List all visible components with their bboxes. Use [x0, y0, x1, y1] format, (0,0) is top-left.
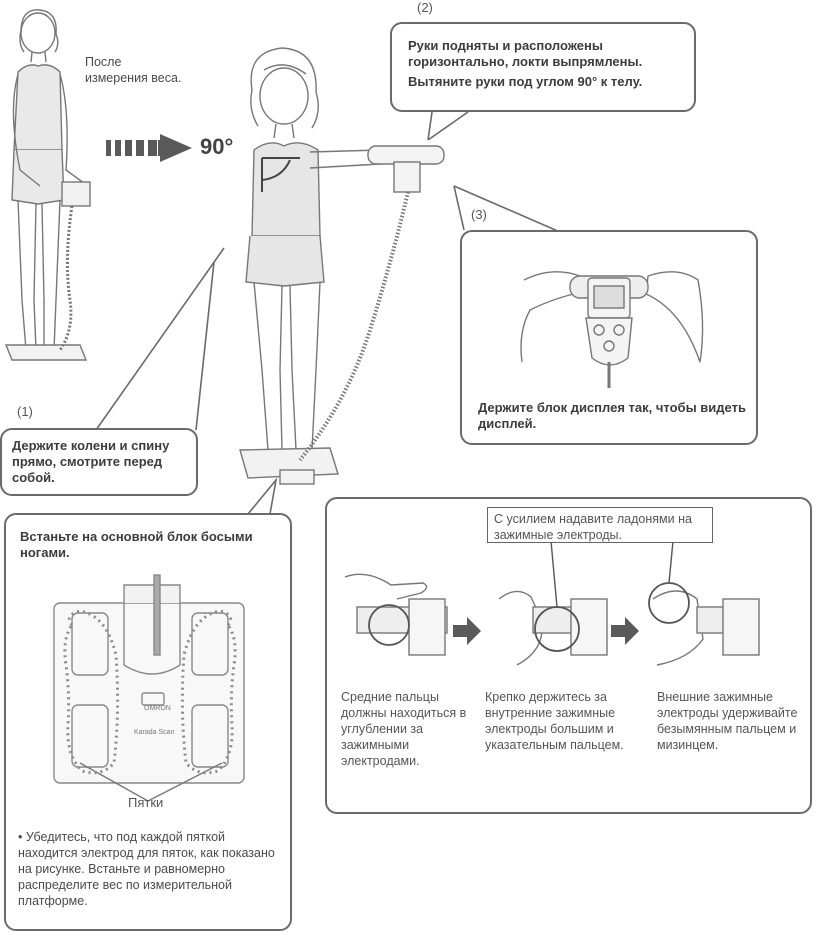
- grip-caption-1: Средние пальцы должны находиться в углуб…: [341, 690, 467, 768]
- step-3-text: Держите блок дисплея так, чтобы видеть д…: [478, 400, 746, 431]
- step-2-text-b: Вытяните руки под углом 90° к телу.: [408, 74, 643, 89]
- step-1-callout: Держите колени и спину прямо, смотрите п…: [0, 428, 198, 496]
- device-model: Karada Scan: [134, 729, 175, 736]
- step-3-callout: Держите блок дисплея так, чтобы видеть д…: [460, 230, 758, 445]
- grip-callout-text: С усилием надавите ладонями на зажимные …: [494, 512, 692, 542]
- scale-platform-illustration: [53, 574, 245, 802]
- step-3-number: (3): [471, 207, 487, 222]
- step-2-text-a: Руки подняты и расположены горизонтально…: [408, 38, 643, 69]
- feet-panel-note: • Убедитесь, что под каждой пяткой наход…: [18, 830, 275, 908]
- after-weight-label: После измерения веса.: [85, 55, 182, 85]
- grip-callout: С усилием надавите ладонями на зажимные …: [487, 507, 713, 543]
- grip-caption-3: Внешние зажимные электроды удерживайте б…: [657, 690, 798, 752]
- hands-holding-display-illustration: [520, 271, 704, 388]
- step-1-text: Держите колени и спину прямо, смотрите п…: [12, 438, 170, 485]
- feet-panel-title: Встаньте на основной блок босыми ногами.: [20, 529, 253, 560]
- device-brand: OMRON: [144, 705, 171, 712]
- grip-illustrations: [344, 540, 760, 666]
- grip-caption-2: Крепко держитесь за внутренние зажимные …: [485, 690, 624, 752]
- grip-panel: С усилием надавите ладонями на зажимные …: [325, 497, 812, 814]
- step-1-number: (1): [17, 404, 33, 419]
- step-2-number: (2): [417, 0, 433, 15]
- step-2-callout: Руки подняты и расположены горизонтально…: [390, 22, 696, 112]
- feet-panel: Встаньте на основной блок босыми ногами.…: [4, 513, 292, 931]
- heels-label: Пятки: [128, 795, 164, 810]
- angle-label: 90°: [200, 134, 234, 159]
